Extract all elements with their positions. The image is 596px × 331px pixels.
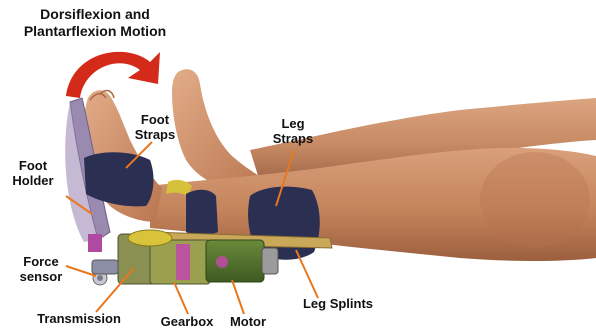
- diagram-title: Dorsiflexion and Plantarflexion Motion: [2, 6, 188, 40]
- leg-strap-1: [186, 190, 218, 235]
- leg-straps-label-line2: Straps: [268, 131, 318, 146]
- gearbox-label: Gearbox: [152, 314, 222, 329]
- leg-splints-label: Leg Splints: [292, 296, 384, 311]
- force-sensor-label-line1: Force: [14, 254, 68, 269]
- foot-straps-label: Foot Straps: [130, 112, 180, 142]
- force-sensor-label-line2: sensor: [14, 269, 68, 284]
- transmission-label: Transmission: [24, 311, 134, 326]
- leg-straps-label-line1: Leg: [268, 116, 318, 131]
- motor-housing: [206, 240, 264, 282]
- foot-holder-label-line2: Holder: [6, 173, 60, 188]
- force-sensor-label: Force sensor: [14, 254, 68, 284]
- motor-end-cap: [262, 248, 278, 274]
- knee-shade: [480, 152, 590, 248]
- foot-straps-label-line2: Straps: [130, 127, 180, 142]
- foot-holder-label-line1: Foot: [6, 158, 60, 173]
- foot-holder-label: Foot Holder: [6, 158, 60, 188]
- motor-label: Motor: [222, 314, 274, 329]
- title-line-1: Dorsiflexion and: [2, 6, 188, 23]
- foot-straps-label-line1: Foot: [130, 112, 180, 127]
- motion-arrow: [66, 52, 160, 98]
- back-foot: [172, 69, 268, 190]
- leg-straps-label: Leg Straps: [268, 116, 318, 146]
- title-line-2: Plantarflexion Motion: [2, 23, 188, 40]
